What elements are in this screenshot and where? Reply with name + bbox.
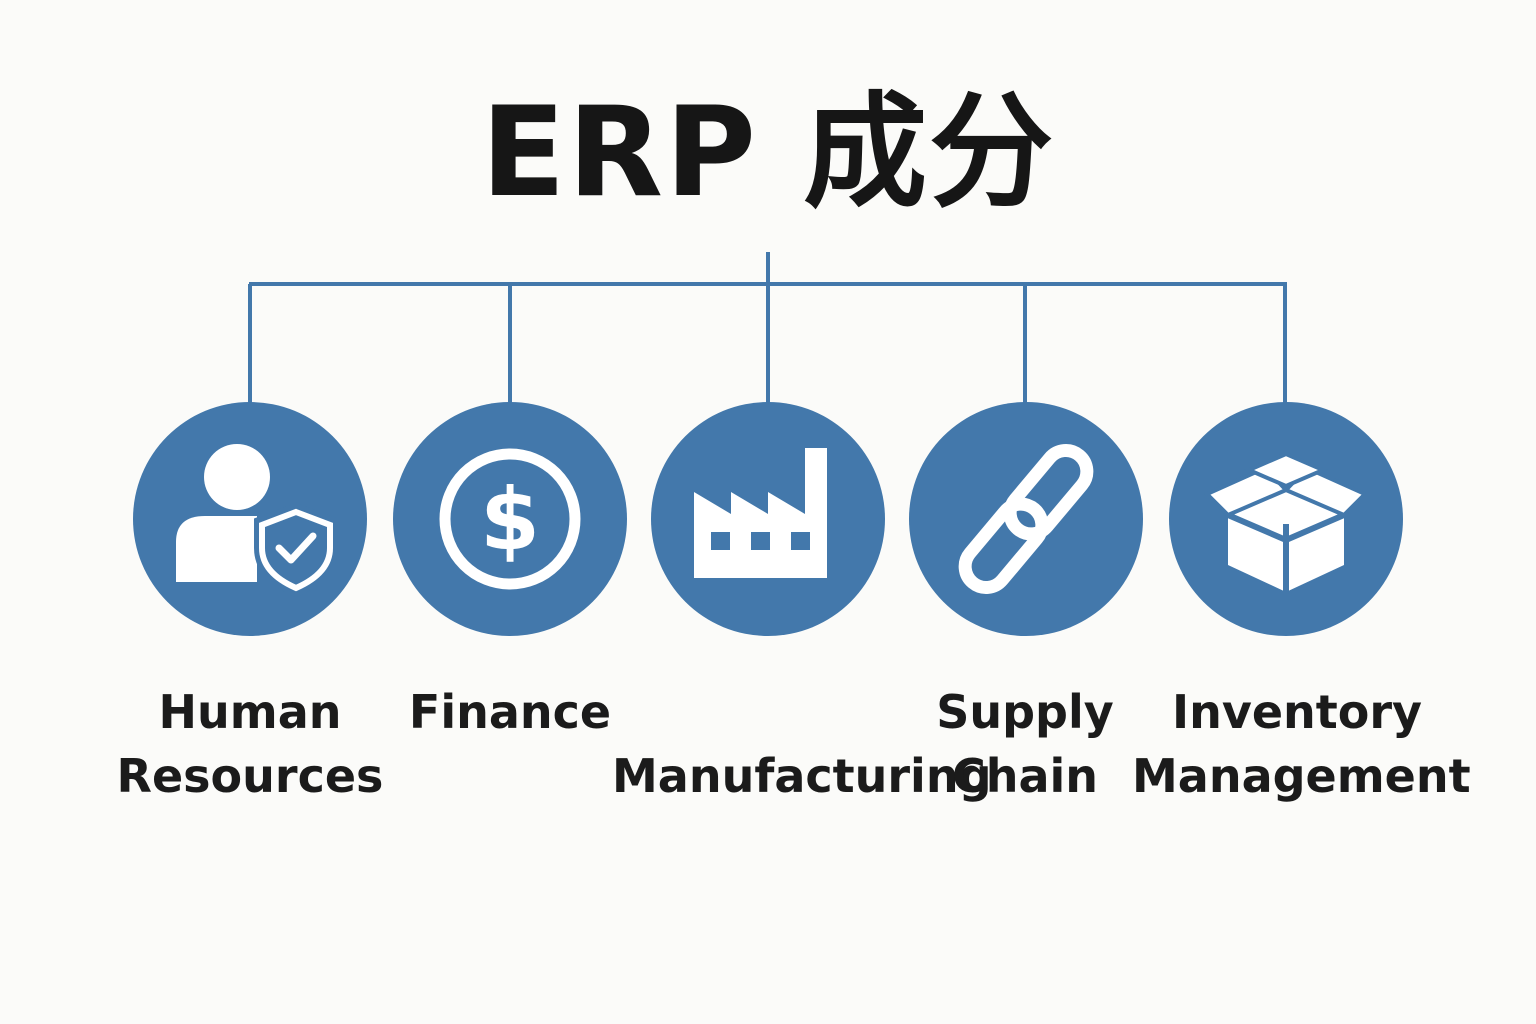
label-supply-chain: Supply Chain [936,685,1114,803]
label-finance: Finance [408,685,612,739]
open-box-icon [1203,451,1369,592]
hr-node [133,402,367,636]
label-inventory-management: Inventory Management [1132,685,1471,803]
inventory-node [1169,402,1403,636]
supply-chain-node [909,402,1143,636]
diagram-title: ERP 成分 [480,81,1056,225]
label-human-resources: Human Resources [116,685,384,803]
manufacturing-node [651,402,885,636]
svg-text:$: $ [480,470,540,570]
finance-node: $ [393,402,627,636]
factory-icon [694,448,827,578]
label-manufacturing: Manufacturing [612,749,992,803]
dollar-coin-icon: $ [439,448,581,590]
person-shield-icon [176,444,338,598]
chain-link-icon [958,444,1094,594]
